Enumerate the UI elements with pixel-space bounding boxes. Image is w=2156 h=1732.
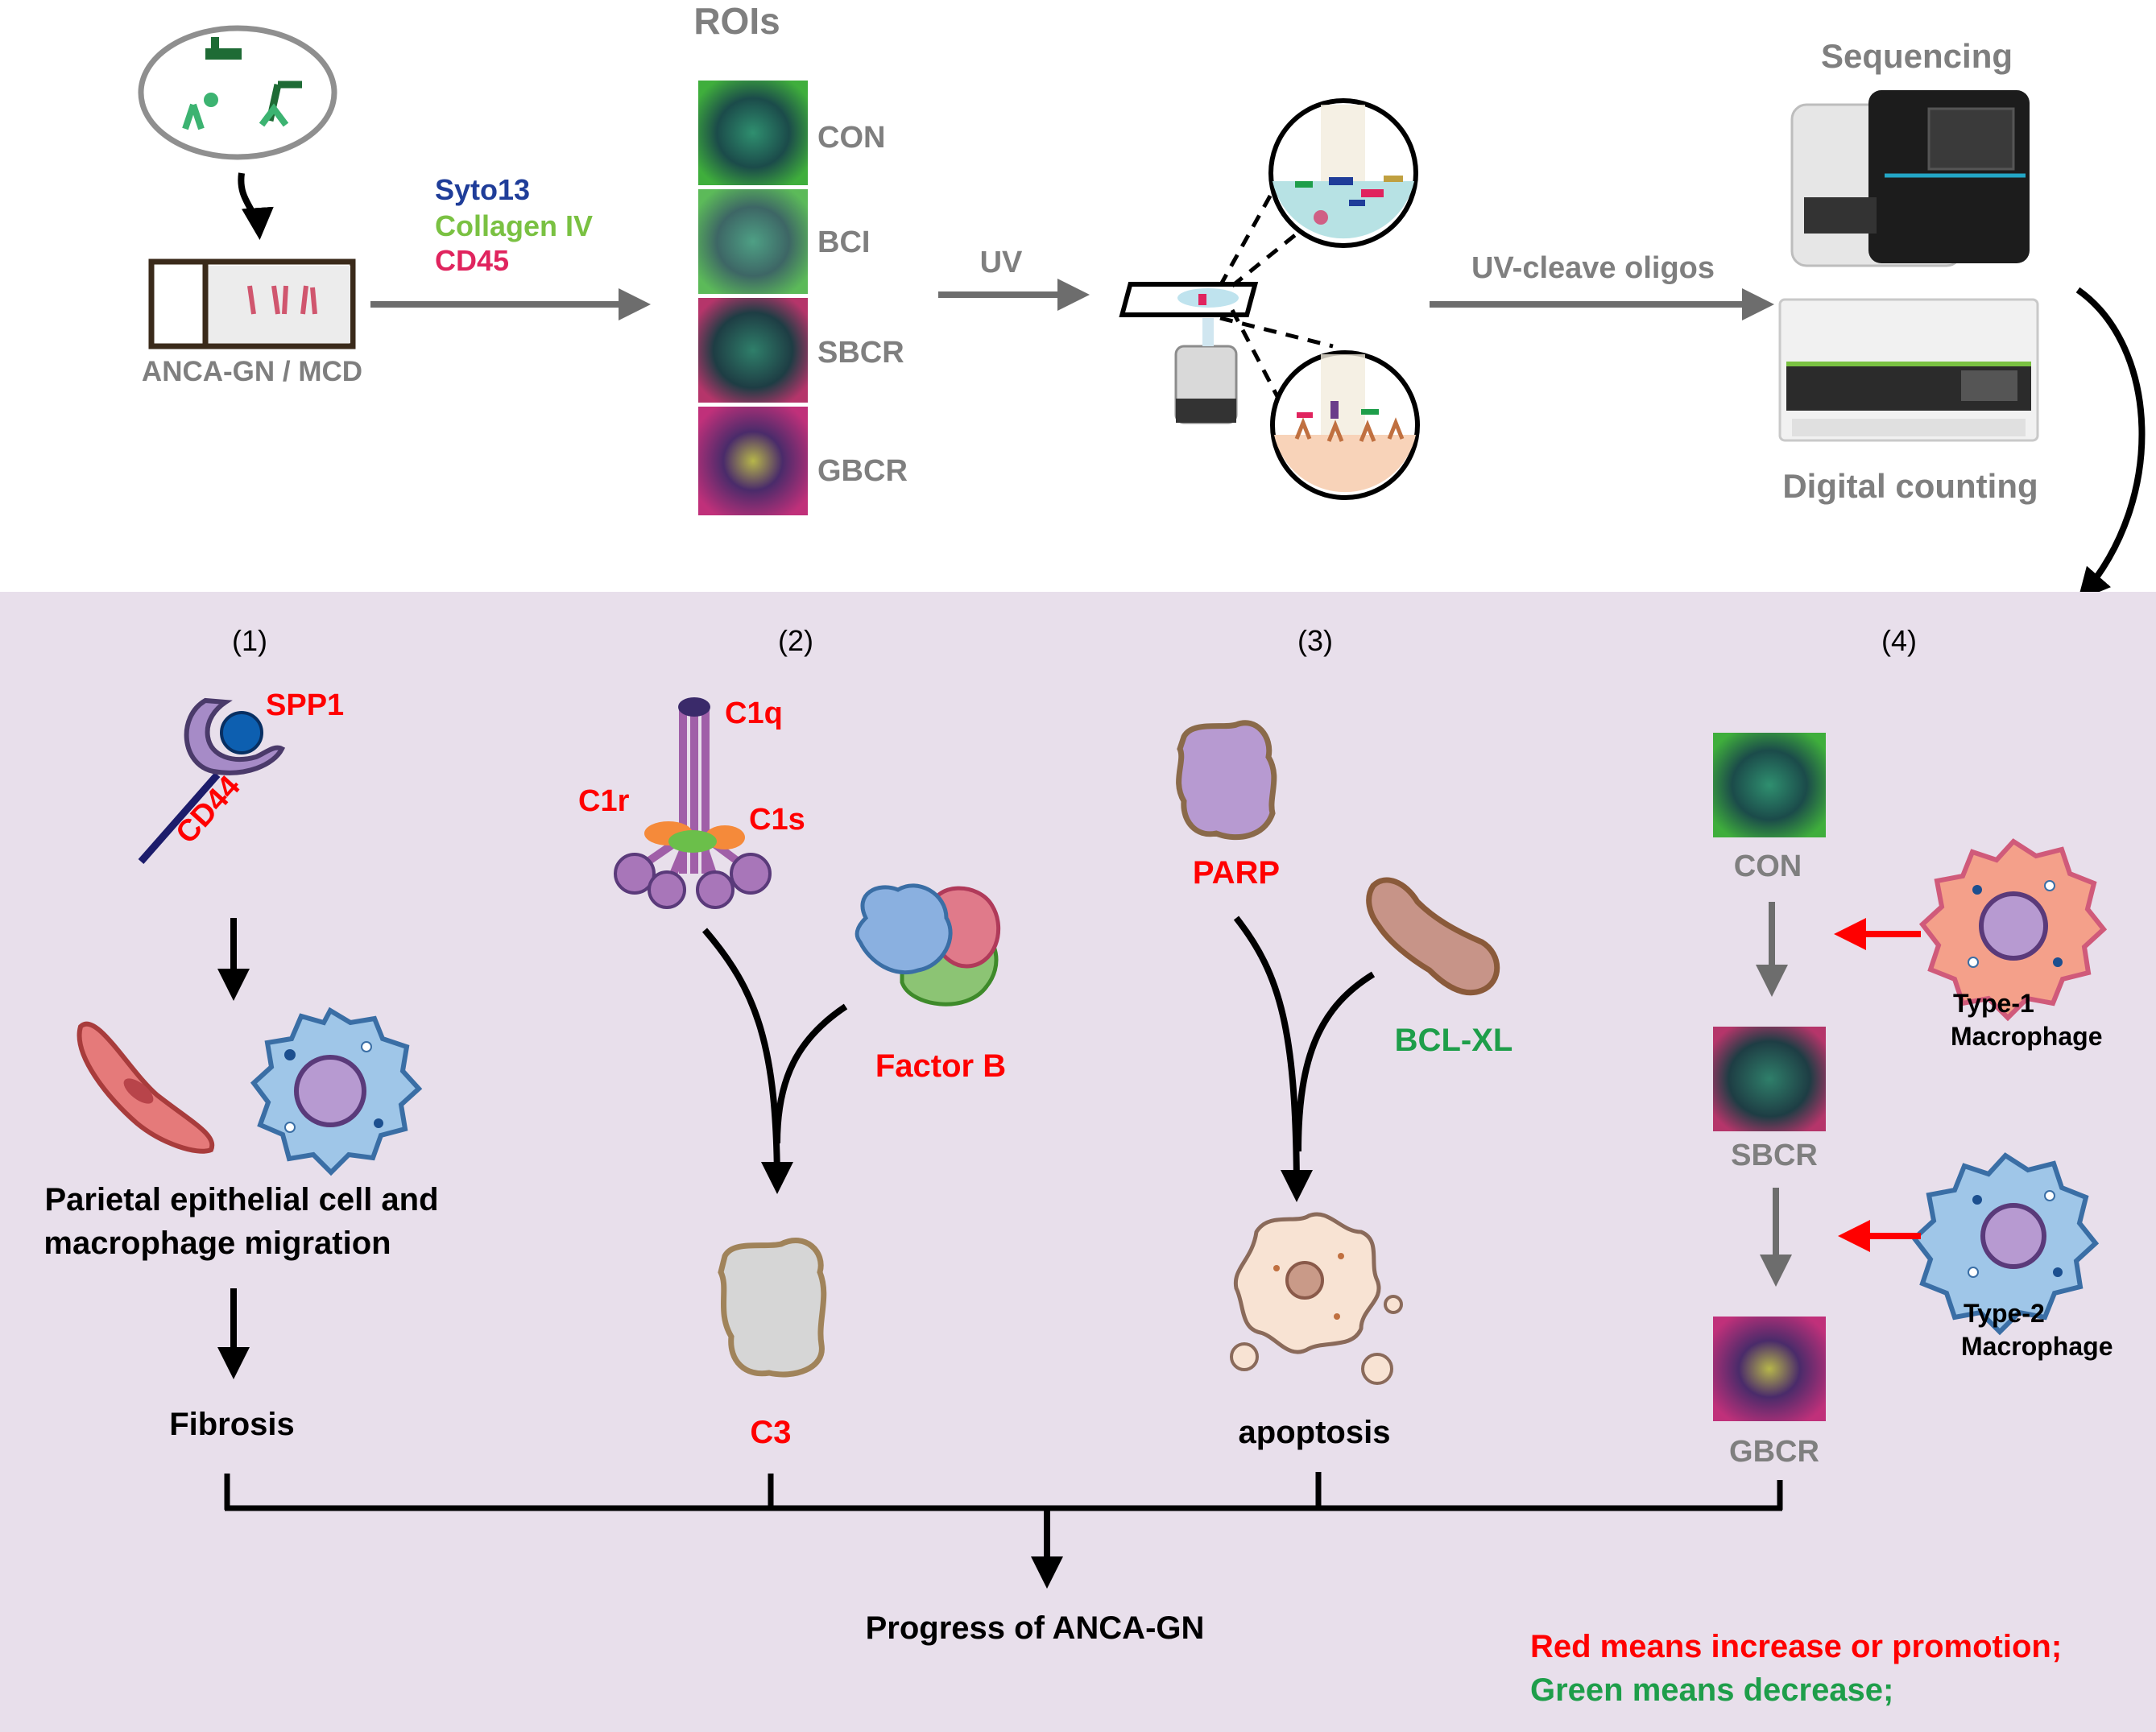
- type2-macrophage-icon: [1910, 1152, 2100, 1336]
- type2-label-line2: Macrophage: [1961, 1332, 2113, 1361]
- to-analysis-curve-arrow: [2075, 287, 2146, 601]
- panel1-number: (1): [232, 624, 267, 657]
- roi-label-con: CON: [817, 121, 885, 155]
- sequencer-icon: [1790, 90, 2030, 267]
- sample-section: ANCA-GN / MCD: [138, 25, 362, 387]
- antibody-pool-icon: [138, 25, 337, 160]
- factor-b-label: Factor B: [875, 1048, 1006, 1084]
- apoptotic-cell-icon: [1230, 1212, 1403, 1385]
- spp1-label: SPP1: [266, 688, 344, 722]
- spp1-cd44-receptor-icon: [138, 697, 286, 864]
- sample-down-arrow: [238, 172, 274, 240]
- migration-line2: macrophage migration: [43, 1226, 391, 1261]
- macrophage-icon: [250, 1007, 423, 1176]
- legend-green: Green means decrease;: [1530, 1672, 1893, 1708]
- bclxl-label: BCL-XL: [1395, 1023, 1513, 1058]
- panel4-image-sbcr: [1713, 1027, 1826, 1131]
- cleave-label: UV-cleave oligos: [1471, 251, 1715, 285]
- parp-label: PARP: [1193, 855, 1280, 891]
- panel4-label-sbcr: SBCR: [1731, 1139, 1818, 1172]
- roi-label-sbcr: SBCR: [817, 336, 904, 370]
- panel-complement: (2) C1q C1r C1s Factor B C3: [578, 624, 1006, 1450]
- type1-macrophage-icon: [1918, 838, 2108, 1022]
- migration-line1: Parietal epithelial cell and: [44, 1182, 438, 1217]
- c1r-label: C1r: [578, 784, 630, 818]
- fibrosis-label: Fibrosis: [169, 1407, 295, 1442]
- c1q-label: C1q: [725, 697, 783, 730]
- type2-label-line1: Type-2: [1964, 1299, 2045, 1328]
- final-outcome-label: Progress of ANCA-GN: [866, 1610, 1205, 1646]
- c3-label: C3: [750, 1415, 791, 1450]
- factor-b-icon: [855, 883, 1001, 1007]
- type1-label-line2: Macrophage: [1951, 1022, 2102, 1051]
- stain-syto13: Syto13: [435, 173, 530, 206]
- panel4-image-gbcr: [1713, 1317, 1826, 1421]
- panel4-label-con: CON: [1734, 849, 1802, 883]
- apoptosis-label: apoptosis: [1239, 1415, 1391, 1450]
- sample-label: ANCA-GN / MCD: [142, 356, 362, 387]
- stain-cd45: CD45: [435, 244, 509, 277]
- spp1-ligand-icon: [220, 711, 263, 754]
- apoptosis-curve-2: [1295, 971, 1376, 1152]
- type1-label-line1: Type-1: [1953, 989, 2034, 1018]
- panel3-number: (3): [1297, 624, 1333, 657]
- uv-cleave-setup: [1119, 98, 1420, 500]
- convergence-bracket: [224, 1472, 1783, 1589]
- panel-apoptosis: (3) PARP BCL-XL apoptosis: [1176, 624, 1513, 1450]
- roi-image-gbcr: [698, 407, 808, 515]
- bclxl-icon: [1366, 877, 1500, 996]
- rois-title: ROIs: [693, 0, 780, 42]
- c3-icon: [718, 1237, 827, 1378]
- roi-label-gbcr: GBCR: [817, 454, 908, 488]
- readout-instruments: Sequencing Digital counting: [1778, 37, 2039, 505]
- released-oligos-icon: [1295, 176, 1403, 225]
- uv-label: UV: [980, 246, 1023, 279]
- roi-stack: ROIs CON BCI SBCR GBCR: [693, 0, 908, 515]
- c1s-label: C1s: [749, 803, 805, 837]
- counting-label: Digital counting: [1782, 467, 2038, 505]
- roi-label-bci: BCI: [817, 225, 870, 259]
- c1-complex-icon: [614, 697, 772, 909]
- digital-counter-icon: [1778, 298, 2039, 442]
- panel4-label-gbcr: GBCR: [1729, 1435, 1819, 1469]
- panel4-image-con: [1713, 733, 1826, 837]
- panel2-number: (2): [778, 624, 813, 657]
- panel4-number: (4): [1881, 624, 1917, 657]
- parp-icon: [1176, 720, 1277, 841]
- bound-antibodies-icon: [1294, 401, 1405, 442]
- complement-curve-2: [774, 1003, 848, 1144]
- legend-red: Red means increase or promotion;: [1530, 1629, 2062, 1664]
- tissue-slide-icon: [148, 258, 356, 349]
- parietal-epithelial-cell-icon: [77, 1022, 215, 1154]
- roi-image-con: [698, 81, 808, 185]
- sequencing-label: Sequencing: [1821, 37, 2013, 75]
- roi-image-sbcr: [698, 298, 808, 403]
- panel-spp1-cd44: (1) SPP1 CD44 Parietal epithelial cell a…: [43, 624, 438, 1442]
- panel-roi-progression: (4) CON SBCR GBCR Type-1 Macrophage: [1713, 624, 2113, 1469]
- antibody-probe-icons: [182, 37, 302, 130]
- roi-image-bci: [698, 189, 808, 294]
- stain-collagen-iv: Collagen IV: [435, 209, 593, 242]
- color-legend: Red means increase or promotion; Green m…: [1530, 1629, 2062, 1708]
